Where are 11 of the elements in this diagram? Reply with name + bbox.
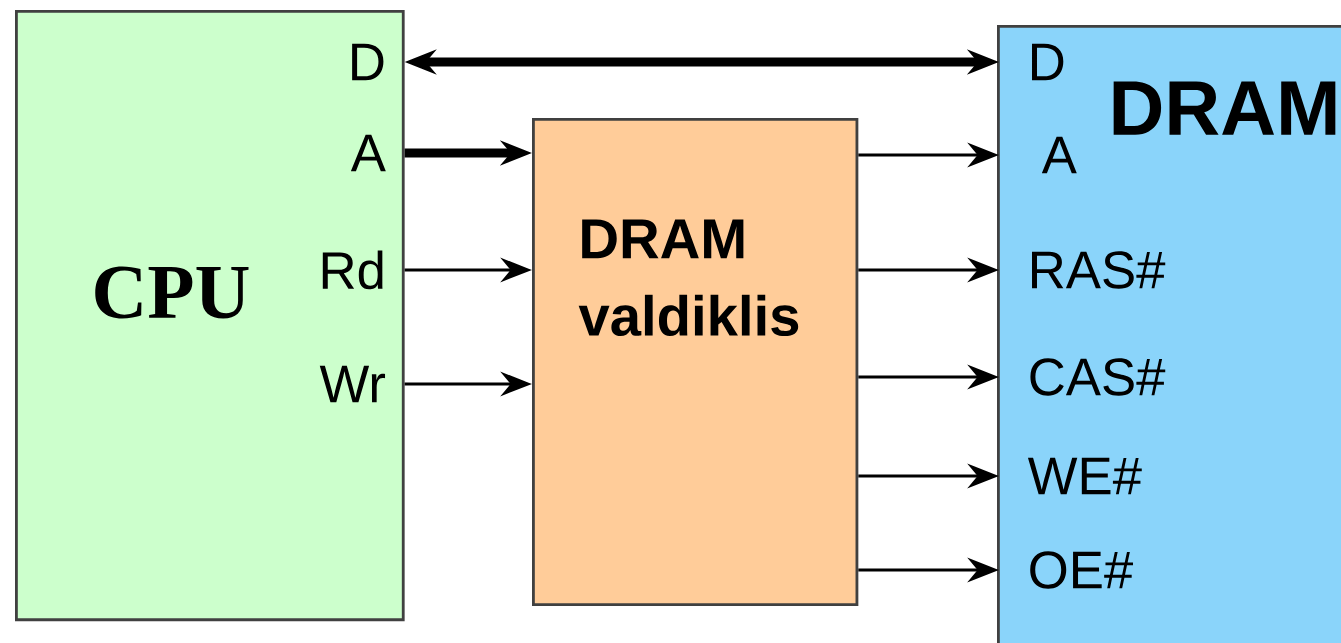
pin-label: CAS# — [1030, 358, 1166, 396]
pin-label: OE# — [1030, 551, 1133, 589]
box: DRAM valdiklis — [532, 118, 859, 607]
pin-label: WE# — [1027, 457, 1142, 495]
pin-label: Rd — [322, 250, 383, 290]
pin-label: A — [1041, 136, 1077, 174]
pin-label: RAS# — [1032, 251, 1166, 289]
pin-label: A — [350, 134, 386, 172]
pin-label: Wr — [319, 365, 386, 403]
pin-label: D — [352, 43, 384, 81]
pin-label: D — [1032, 43, 1064, 81]
